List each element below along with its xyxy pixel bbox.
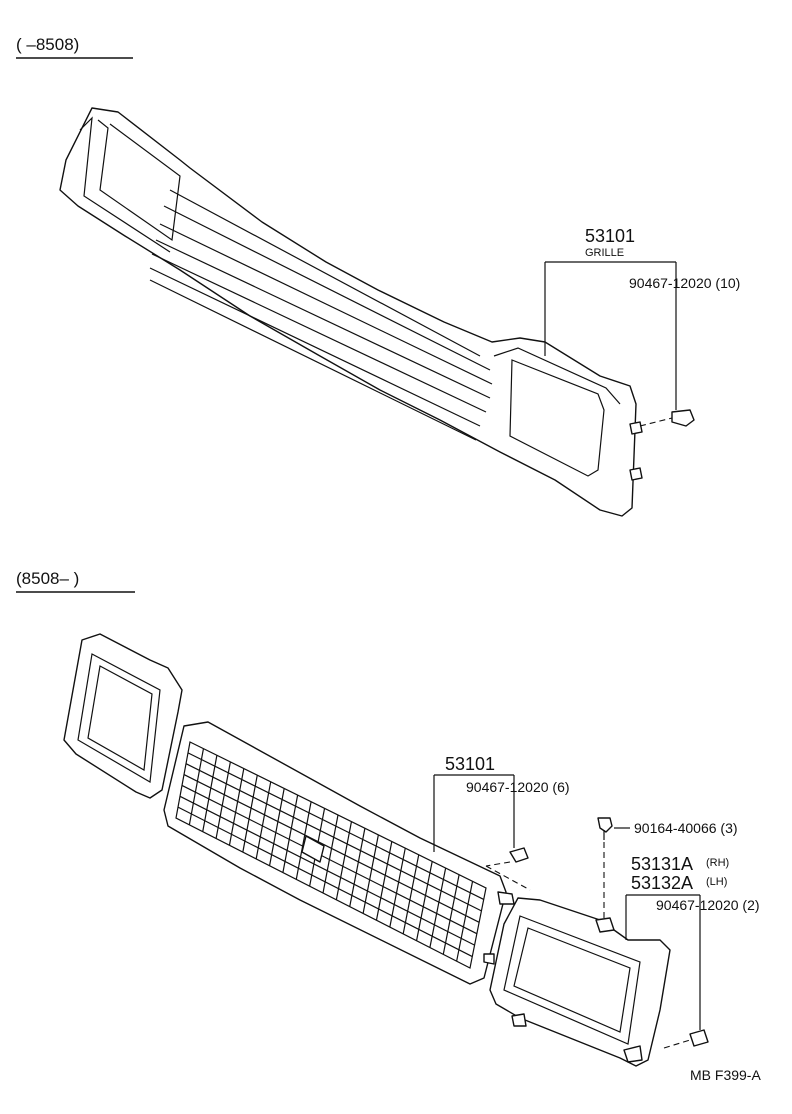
mesh-vertical-bar (215, 761, 231, 839)
bottom-grille-part-no: 53101 (445, 754, 495, 774)
top-left-lamp-frame (79, 116, 171, 253)
screw-icon (597, 817, 613, 840)
bottom-clip-part: 90467-12020 (6) (466, 779, 570, 795)
top-slat-7 (149, 279, 477, 441)
housing-rh-part-no: 53131A (631, 854, 693, 874)
mesh-vertical-bar (282, 794, 299, 873)
mesh-horizontal-bar (187, 752, 484, 900)
top-section-header: ( –8508) (16, 35, 79, 54)
right-housing-body (489, 897, 671, 1067)
top-slat-1 (169, 189, 481, 357)
top-slat-6 (149, 267, 481, 427)
top-slat-5 (151, 253, 487, 413)
mesh-vertical-bar (389, 848, 406, 928)
mesh-horizontal-bar (183, 774, 480, 923)
mesh-vertical-bar (362, 834, 379, 914)
right-housing-tab (511, 1013, 527, 1027)
housing-clip-dashed (663, 1039, 691, 1049)
mesh-vertical-bar (255, 781, 272, 860)
mesh-horizontal-bar (177, 806, 473, 958)
left-housing-opening (77, 653, 161, 783)
top-slat-4 (155, 239, 491, 399)
bottom-section: (8508– ) (16, 569, 760, 1067)
top-grille-name: GRILLE (585, 247, 624, 259)
mesh-grille-inner (175, 741, 487, 969)
bottom-grille-clip-dashed (485, 861, 531, 891)
left-lamp-housing (63, 633, 183, 799)
top-mount-tab-lower (629, 467, 643, 481)
housing-lh-part-no: 53132A (631, 873, 693, 893)
mesh-vertical-bar (415, 861, 433, 941)
mesh-vertical-bar (402, 854, 420, 935)
mesh-vertical-bar (295, 801, 312, 880)
bottom-grille-clip-icon (509, 847, 529, 863)
top-right-lamp-opening (509, 359, 605, 477)
mesh-vertical-bar (335, 821, 353, 900)
top-right-lamp-frame (493, 347, 621, 405)
top-grille-drawing (59, 107, 643, 517)
top-mount-tab-upper (629, 421, 643, 435)
left-housing-inner (87, 665, 153, 771)
top-clip-icon (671, 409, 695, 427)
housing-clip-part: 90467-12020 (2) (656, 897, 760, 913)
top-slat-2 (163, 205, 491, 371)
top-clip-dashed-leader (639, 417, 673, 427)
mesh-vertical-bar (322, 814, 339, 894)
grille-mount-tab-lower (483, 953, 495, 965)
mesh-horizontal-bar (181, 784, 478, 935)
mesh-vertical-bar (242, 775, 258, 853)
right-housing-opening (503, 915, 641, 1045)
mesh-vertical-bar (202, 755, 218, 832)
grille-emblem (301, 835, 325, 863)
bottom-section-header: (8508– ) (16, 569, 79, 588)
top-grille-body (59, 107, 637, 517)
top-section: ( –8508) 53101 (16, 35, 740, 517)
housing-rh-side: (RH) (706, 857, 729, 869)
right-housing-screw-boss (595, 917, 615, 933)
mesh-horizontal-bar (179, 795, 475, 946)
right-lamp-housing (489, 897, 671, 1067)
housing-clip-icon (689, 1029, 709, 1047)
screw-part: 90164-40066 (3) (634, 820, 738, 836)
mesh-horizontal-bar (185, 763, 482, 912)
mesh-vertical-bar (375, 841, 393, 921)
mesh-vertical-bar (456, 881, 474, 962)
mesh-vertical-bar (228, 768, 245, 846)
top-grille-part-no: 53101 (585, 226, 635, 246)
top-clip-part: 90467-12020 (10) (629, 275, 740, 291)
mesh-vertical-bar (349, 828, 366, 907)
mesh-vertical-bar (442, 874, 460, 955)
diagram-code: MB F399-A (690, 1067, 761, 1083)
right-housing-inner (513, 927, 631, 1033)
top-left-lamp-opening (97, 119, 181, 242)
right-housing-tab-lower (623, 1045, 643, 1063)
mesh-vertical-bar (429, 867, 447, 948)
mesh-vertical-bar (268, 788, 285, 866)
housing-lh-side: (LH) (706, 876, 727, 888)
top-slat-3 (159, 223, 493, 385)
grille-mount-tab (497, 891, 515, 905)
bottom-mesh-grille (163, 721, 515, 985)
mesh-vertical-bar (188, 748, 205, 825)
mesh-grid (177, 748, 484, 962)
